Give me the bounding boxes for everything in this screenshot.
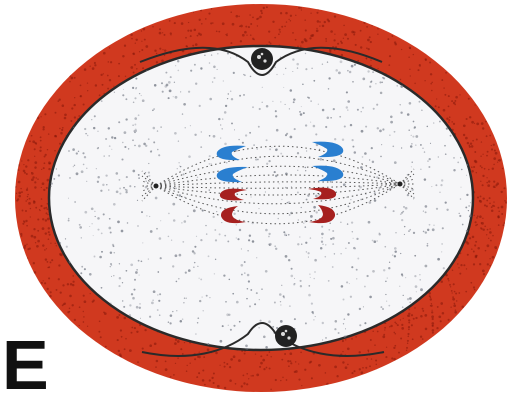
bottom-nucleus	[275, 325, 297, 347]
top-nucleus	[251, 48, 273, 70]
panel-label: E	[2, 330, 49, 400]
cytoplasm	[49, 46, 473, 350]
right-spindle-pole	[398, 182, 403, 187]
left-spindle-pole	[154, 184, 159, 189]
